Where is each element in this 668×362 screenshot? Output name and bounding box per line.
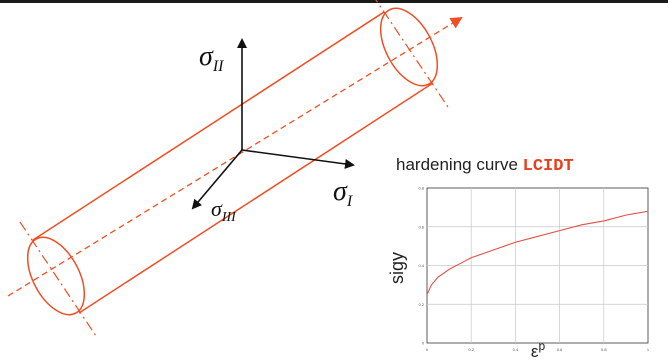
cylinder-top-ellipse [379, 7, 439, 87]
grid [427, 188, 648, 343]
x-tick-label: 0.4 [513, 347, 519, 352]
x-tick-label: 0.2 [468, 347, 474, 352]
y-tick-label: 0.2 [418, 302, 424, 307]
principal-axes [191, 38, 355, 210]
top-rule [0, 0, 668, 3]
hardening-curve-inset: hardening curve LCIDT sigy εp 0 0.2 0.4 0.6… [387, 155, 650, 361]
label-sigma-II: σII [199, 41, 224, 75]
y-axis-title: sigy [387, 252, 407, 284]
y-tick-label: 0.6 [418, 224, 424, 229]
cylinder-bottom-ellipse [26, 236, 86, 316]
y-tick-label: 0.4 [418, 263, 424, 268]
bottom-cap-axis [19, 221, 97, 337]
hardening-curve-line [426, 210, 649, 295]
tick-labels: 0 0.2 0.4 0.6 0.8 1 0 0.2 0.4 0.6 0.8 [418, 186, 649, 353]
x-axis-title: εp [531, 339, 546, 361]
axis-sigma-I [241, 149, 355, 169]
top-cap-axis [375, 0, 451, 111]
inset-title: hardening curve LCIDT [396, 155, 574, 176]
axis-sigma-III [191, 149, 243, 210]
label-sigma-I: σI [333, 176, 353, 210]
y-tick-label: 0 [422, 341, 425, 346]
series [426, 210, 649, 295]
x-tick-label: 0.6 [557, 347, 563, 352]
cylinder-upper-edge [32, 11, 385, 241]
yield-cylinder [26, 7, 439, 316]
hydrostatic-axis [7, 16, 463, 297]
x-tick-label: 1 [647, 347, 650, 352]
y-tick-label: 0.8 [418, 186, 424, 191]
cylinder-lower-edge [78, 82, 434, 314]
x-tick-label: 0 [426, 347, 429, 352]
label-sigma-III: σIII [211, 196, 237, 225]
x-tick-label: 0.8 [601, 347, 607, 352]
